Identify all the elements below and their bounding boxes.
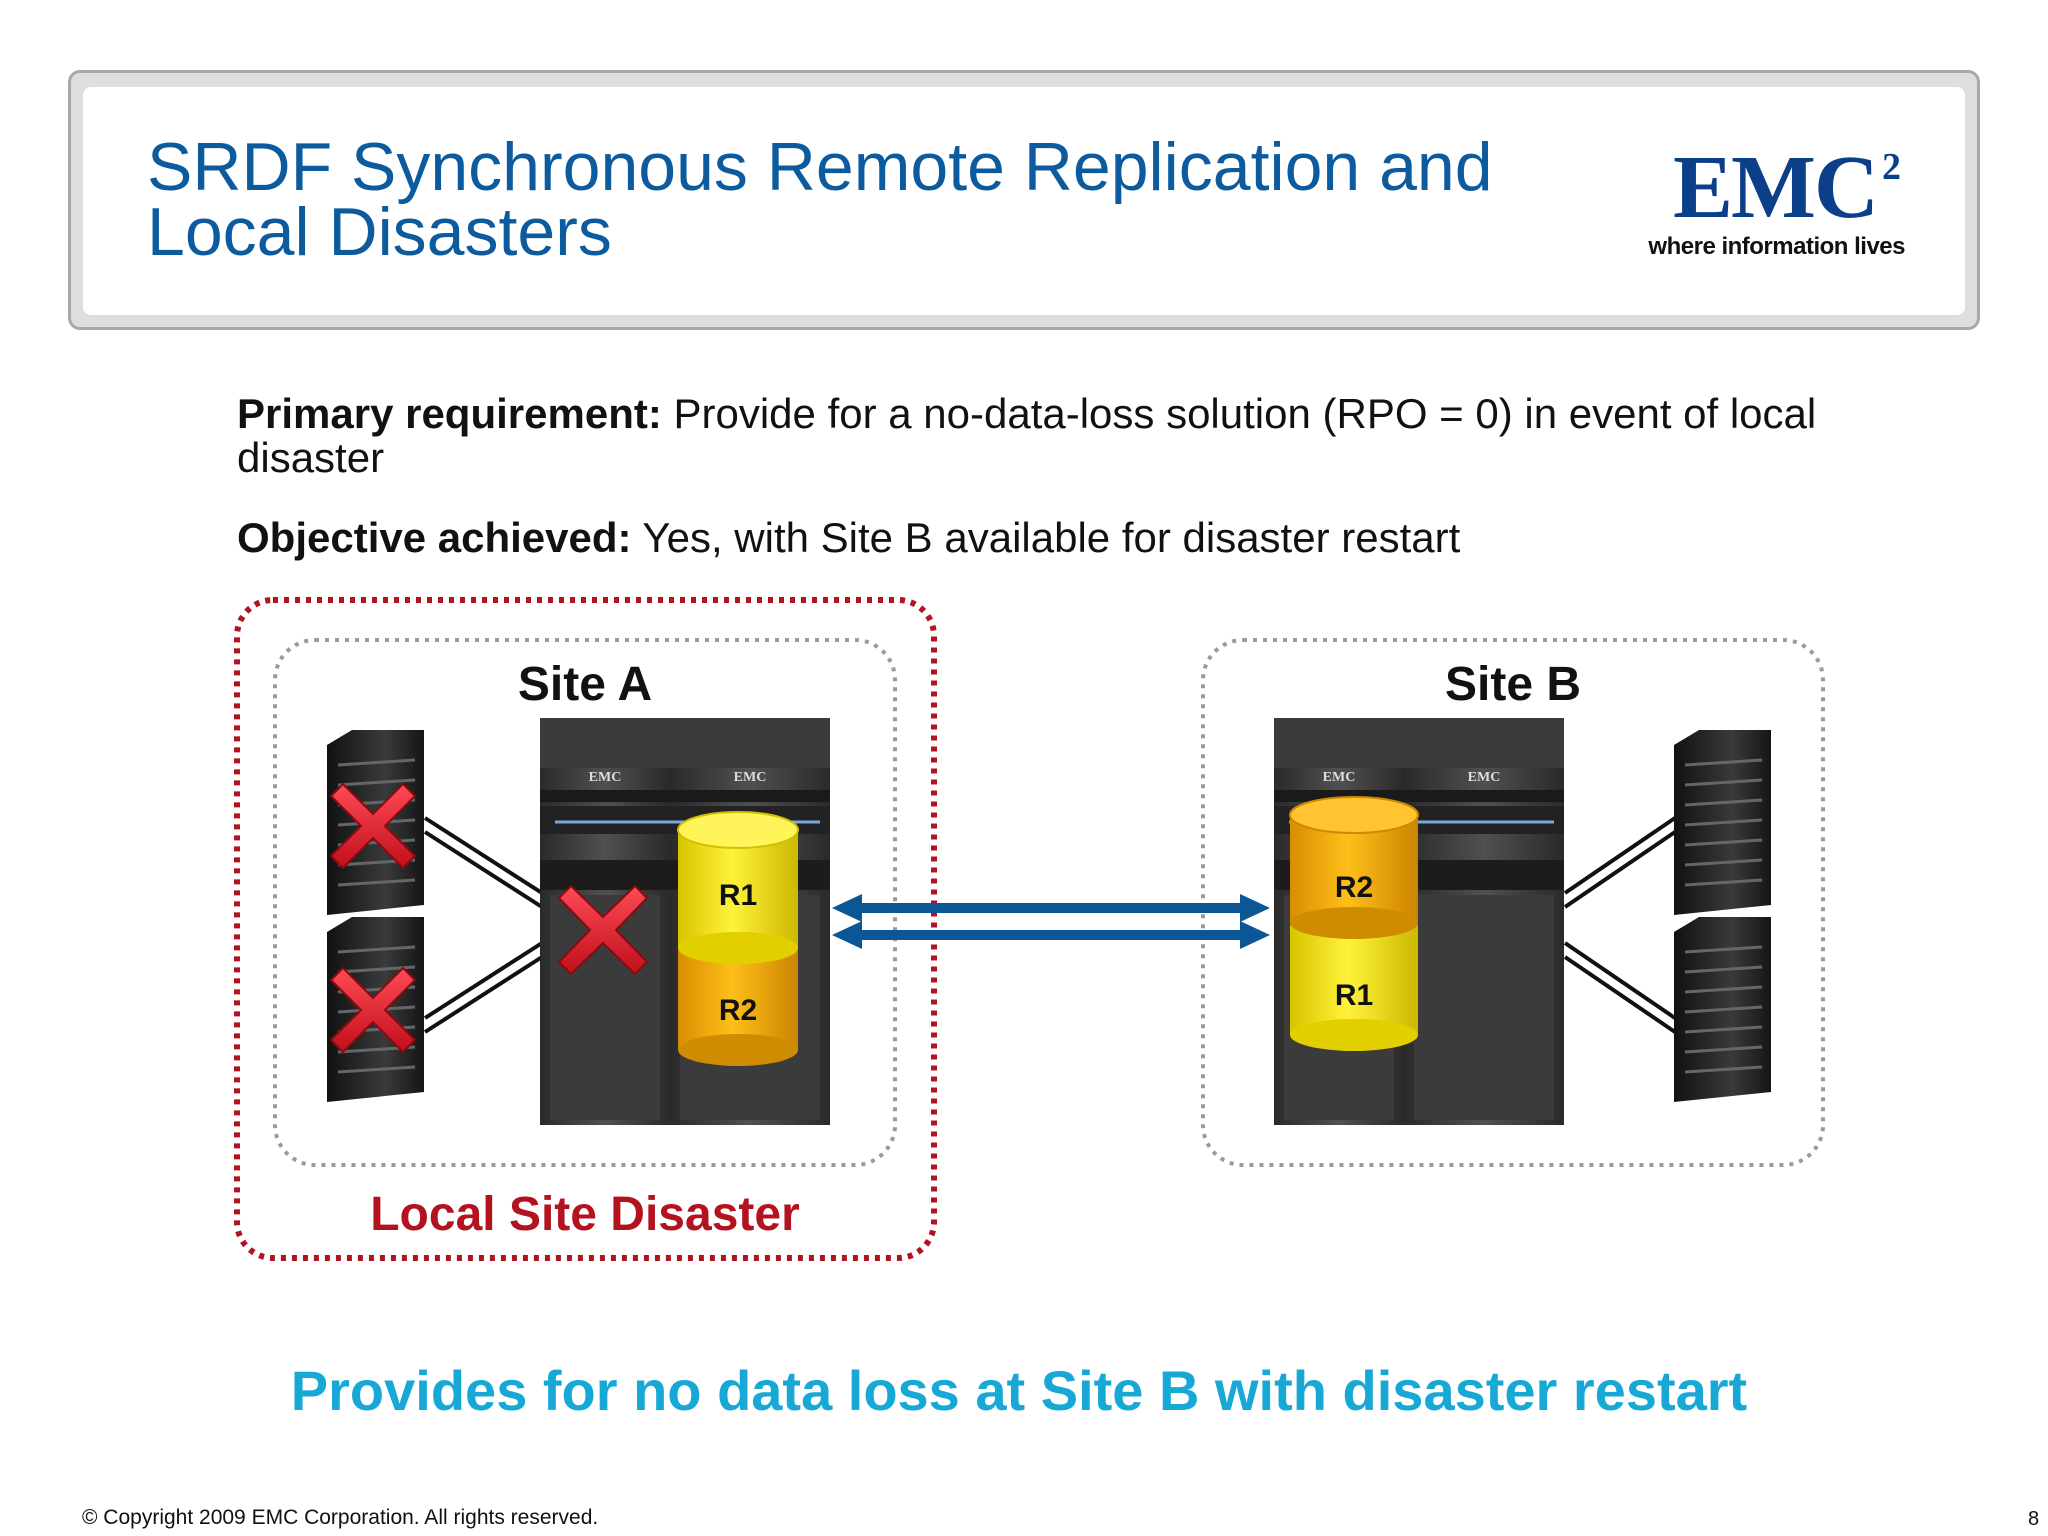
site-a-r2-label: R2 — [719, 994, 757, 1027]
slide-title-line-1: SRDF Synchronous Remote Replication and — [147, 129, 1493, 205]
primary-requirement-text: Provide for a no-data-loss solution (RPO… — [237, 390, 1817, 481]
site-b-cabinet-logo-1: EMC — [1323, 770, 1356, 785]
site-a-cabinet-logo-2: EMC — [734, 770, 767, 785]
objective-label: Objective achieved: — [237, 514, 632, 561]
site-b-r1-volume: R1 — [1290, 925, 1418, 1051]
srdf-link-arrows — [832, 894, 1270, 949]
local-site-disaster-boundary — [234, 597, 937, 1261]
slide-title: SRDF Synchronous Remote Replication and … — [147, 129, 1547, 270]
emc-logo: EMC 2 where information lives — [1615, 143, 1905, 263]
primary-requirement: Primary requirement: Provide for a no-da… — [237, 392, 1877, 480]
primary-requirement-label: Primary requirement: — [237, 390, 662, 437]
site-a-r2-volume: R2 — [678, 950, 798, 1066]
copyright-notice: © Copyright 2009 EMC Corporation. All ri… — [82, 1506, 599, 1529]
site-b-r2-volume: R2 — [1289, 796, 1419, 939]
site-b-server-2 — [1674, 917, 1771, 1102]
site-b-label: Site B — [1445, 658, 1581, 711]
site-b-r2-label: R2 — [1335, 871, 1373, 904]
site-b-server-1 — [1674, 730, 1771, 915]
page-number: 8 — [2028, 1508, 2040, 1530]
site-a-array-failure-x-icon — [557, 884, 649, 976]
objective-text: Yes, with Site B available for disaster … — [631, 514, 1461, 561]
emc-logo-mark: EMC — [1673, 138, 1879, 237]
site-b-cabinet-logo-2: EMC — [1468, 770, 1501, 785]
site-b-storage-array: EMC EMC — [1274, 718, 1564, 1125]
site-a-boundary — [273, 638, 897, 1167]
conclusion-statement: Provides for no data loss at Site B with… — [290, 1359, 1748, 1422]
site-a-r1-volume: R1 — [677, 811, 799, 964]
site-a-cabinet-logo-1: EMC — [589, 770, 622, 785]
local-site-disaster-label: Local Site Disaster — [370, 1188, 800, 1241]
site-a-host-links — [423, 816, 544, 1034]
site-b-host-links — [1563, 816, 1677, 1034]
objective-achieved: Objective achieved: Yes, with Site B ava… — [237, 514, 1460, 562]
site-a-label: Site A — [518, 658, 652, 711]
title-frame: SRDF Synchronous Remote Replication and … — [68, 70, 1980, 330]
site-b-r1-label: R1 — [1335, 979, 1373, 1012]
emc-logo-tagline: where information lives — [1648, 233, 1905, 260]
server-1-failure-x-icon — [329, 782, 417, 870]
slide-title-line-2: Local Disasters — [147, 194, 612, 270]
title-panel: SRDF Synchronous Remote Replication and … — [83, 87, 1965, 315]
server-2-failure-x-icon — [329, 966, 417, 1054]
site-b-boundary — [1201, 638, 1825, 1167]
emc-logo-superscript: 2 — [1882, 146, 1901, 188]
site-a-r1-label: R1 — [719, 879, 757, 912]
